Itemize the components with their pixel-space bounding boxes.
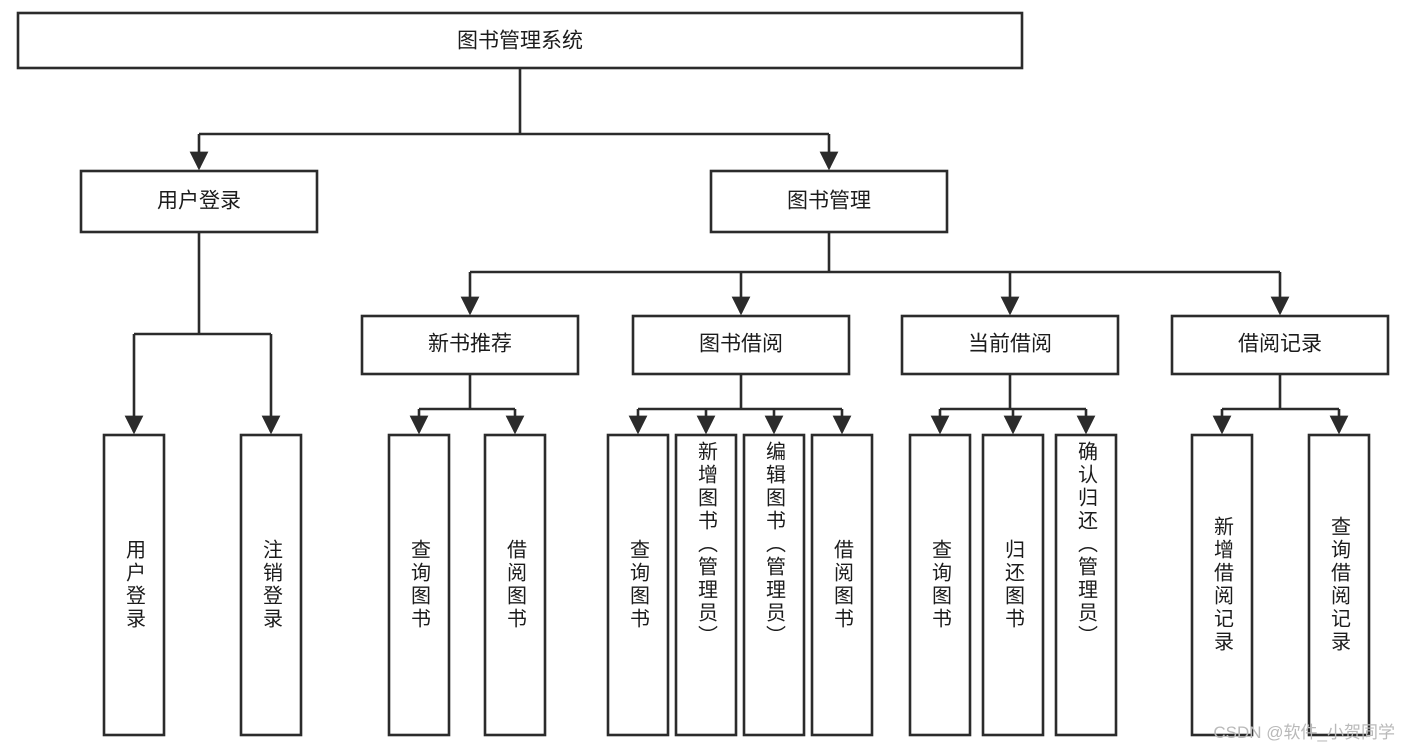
connector-group-current-borrow xyxy=(930,374,1096,435)
node-current-borrow-box[interactable] xyxy=(900,314,1120,376)
node-book-management-label: 图书管理 xyxy=(787,190,871,213)
node-new-book-recommend-box[interactable] xyxy=(360,314,580,376)
node-user-login-label: 用户登录 xyxy=(157,190,241,213)
node-leaf-query-book-borrow-label: 查询图书 xyxy=(626,539,649,631)
node-leaf-query-borrow-record-box[interactable] xyxy=(1307,433,1371,737)
node-user-login-box[interactable] xyxy=(79,169,319,234)
node-leaf-confirm-return-admin-label: 确认归还（管理员） xyxy=(1074,441,1097,648)
connector-group-book-borrow xyxy=(628,374,852,435)
node-root[interactable]: 图书管理系统 xyxy=(16,11,1024,70)
node-borrow-records[interactable]: 借阅记录 xyxy=(1170,314,1390,376)
node-leaf-user-login-box[interactable] xyxy=(102,433,166,737)
node-current-borrow-label: 当前借阅 xyxy=(968,333,1052,356)
node-root-label: 图书管理系统 xyxy=(457,30,583,53)
node-leaf-edit-book-admin-box[interactable] xyxy=(742,433,806,737)
node-leaf-query-borrow-record-label: 查询借阅记录 xyxy=(1327,516,1350,654)
node-leaf-query-book-borrow-box[interactable] xyxy=(606,433,670,737)
node-leaf-query-book-rec-label: 查询图书 xyxy=(407,539,430,631)
node-leaf-return-book-label: 归还图书 xyxy=(1001,539,1024,631)
node-leaf-query-book-rec-box[interactable] xyxy=(387,433,451,737)
node-new-book-recommend-label: 新书推荐 xyxy=(428,333,512,356)
node-book-borrow[interactable]: 图书借阅 xyxy=(631,314,851,376)
csdn-watermark: CSDN @软件_小贺同学 xyxy=(1213,723,1395,742)
node-leaf-user-logout-box[interactable] xyxy=(239,433,303,737)
node-root-box[interactable] xyxy=(16,11,1024,70)
node-leaf-borrow-book-label: 借阅图书 xyxy=(830,539,853,631)
node-leaf-user-logout-label: 注销登录 xyxy=(259,539,282,631)
connector-group-new-book-recommend xyxy=(409,374,525,435)
node-current-borrow[interactable]: 当前借阅 xyxy=(900,314,1120,376)
node-leaf-query-book-current-label: 查询图书 xyxy=(928,539,951,631)
node-leaf-borrow-book-rec-label: 借阅图书 xyxy=(503,539,526,631)
node-leaf-add-borrow-record-box[interactable] xyxy=(1190,433,1254,737)
connector-group-borrow-records xyxy=(1212,374,1349,435)
node-book-management-box[interactable] xyxy=(709,169,949,234)
node-leaf-query-book-current-box[interactable] xyxy=(908,433,972,737)
node-book-management[interactable]: 图书管理 xyxy=(709,169,949,234)
connector-group-user-login xyxy=(124,232,281,435)
node-book-borrow-box[interactable] xyxy=(631,314,851,376)
node-leaf-return-book-box[interactable] xyxy=(981,433,1045,737)
node-new-book-recommend[interactable]: 新书推荐 xyxy=(360,314,580,376)
node-book-borrow-label: 图书借阅 xyxy=(699,333,783,356)
node-user-login[interactable]: 用户登录 xyxy=(79,169,319,234)
node-leaf-edit-book-admin-label: 编辑图书（管理员） xyxy=(762,441,785,648)
connector-group-book-management xyxy=(460,232,1290,316)
node-leaf-borrow-book-box[interactable] xyxy=(810,433,874,737)
node-leaf-borrow-book-rec-box[interactable] xyxy=(483,433,547,737)
leaf-labels: 用户登录 注销登录 查询图书 借阅图书 查询图书 xyxy=(122,441,1350,654)
node-leaf-confirm-return-admin-box[interactable] xyxy=(1054,433,1118,737)
node-leaf-user-login-label: 用户登录 xyxy=(122,539,145,631)
leaf-boxes xyxy=(102,433,1371,737)
node-borrow-records-box[interactable] xyxy=(1170,314,1390,376)
node-leaf-add-book-admin-label: 新增图书（管理员） xyxy=(694,441,717,648)
node-borrow-records-label: 借阅记录 xyxy=(1238,333,1322,356)
node-leaf-add-borrow-record-label: 新增借阅记录 xyxy=(1210,516,1233,654)
connector-group-root xyxy=(189,68,839,171)
node-leaf-add-book-admin-box[interactable] xyxy=(674,433,738,737)
